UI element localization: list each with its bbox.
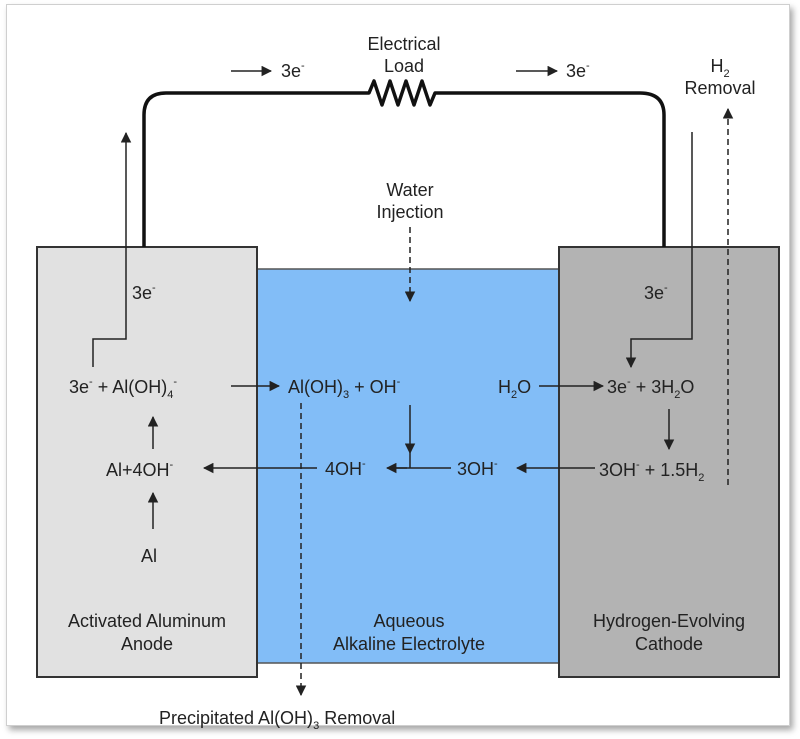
cathode-equation-bottom: 3OH- + 1.5H2: [599, 459, 704, 484]
h2-removal-label: H2: [710, 56, 729, 80]
anode-electron-path: [92, 131, 132, 367]
cathode-block: [558, 246, 780, 678]
external-circuit-wire: [142, 79, 666, 247]
electron-flow-label-left: 3e-: [281, 60, 305, 81]
cathode-electron-label: 3e-: [644, 282, 668, 303]
precipitate-removal-label: Precipitated Al(OH)3 Removal: [159, 708, 395, 732]
electrochemical-cell-diagram: 3e- 3e- Electrical Load H2 Removal Water…: [36, 34, 780, 732]
water-injection-label-line2: Injection: [376, 202, 443, 222]
cathode-name-label-line2: Cathode: [635, 634, 703, 654]
anode-equation-bottom: Al: [141, 546, 157, 566]
diagram-frame: 3e- 3e- Electrical Load H2 Removal Water…: [6, 4, 790, 732]
anode-equation-mid: Al+4OH-: [106, 459, 174, 480]
electrolyte-name-label: Aqueous: [373, 611, 444, 631]
electrolyte-region: [254, 268, 564, 664]
electrical-load-label: Electrical: [367, 34, 440, 54]
electrolyte-3oh: 3OH-: [457, 458, 498, 479]
electrical-load-label-line2: Load: [384, 56, 424, 76]
cathode-name-label: Hydrogen-Evolving: [593, 611, 745, 631]
electrolyte-name-label-line2: Alkaline Electrolyte: [333, 634, 485, 654]
water-molecule: H2O: [498, 377, 531, 401]
anode-name-label-line2: Anode: [121, 634, 173, 654]
cathode-equation-top: 3e- + 3H2O: [607, 376, 694, 401]
anode-equation-top: 3e- + Al(OH)4-: [69, 376, 177, 401]
h2-removal-label-line2: Removal: [684, 78, 755, 98]
water-injection-label: Water: [386, 180, 433, 200]
electrolyte-equation-top: Al(OH)3 + OH-: [288, 376, 401, 401]
electrolyte-4oh: 4OH-: [325, 458, 366, 479]
electron-flow-label-right: 3e-: [566, 60, 590, 81]
anode-block: [36, 246, 258, 678]
anode-electron-label: 3e-: [132, 282, 156, 303]
anode-name-label: Activated Aluminum: [68, 611, 226, 631]
cathode-electron-path: [625, 132, 693, 369]
